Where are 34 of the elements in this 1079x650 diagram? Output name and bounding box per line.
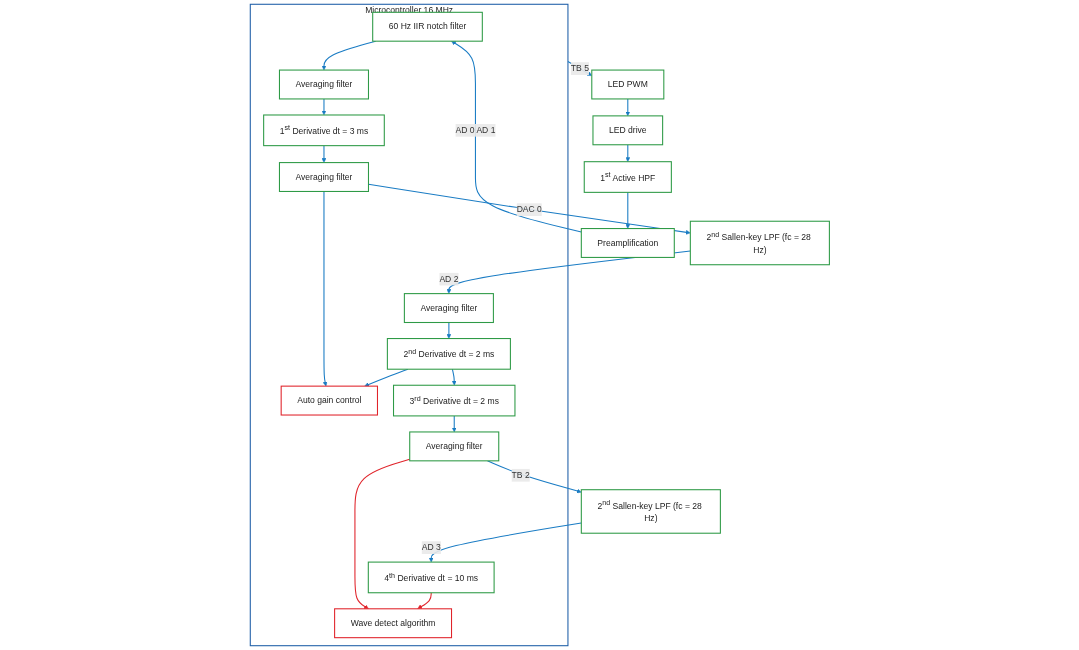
edge-label: AD 3 [421,542,441,552]
arrow [446,321,451,339]
node-box: Averaging filter [278,162,369,192]
node-box: Averaging filter [408,431,499,462]
arrow [322,190,327,387]
node-box: Averaging filter [403,293,494,324]
arrow [451,368,457,386]
arrow [625,144,630,162]
node-box: 1$^{st}$ Derivative dt = 3 ms [262,114,385,147]
node-box: 2$^{nd}$ Derivative dt = 2 ms [386,338,511,370]
arrow [625,191,630,229]
node-box: 4$^{th}$ Derivative dt = 10 ms [367,561,495,594]
node-box: Averaging filter [278,69,369,100]
node-box: LED PWM [590,69,664,100]
node-box: Preamplification [580,228,675,258]
arrow [451,415,457,433]
edge-label: AD 0 AD 1 [455,125,496,135]
node-box: 2$^{nd}$ Sallen-key LPF (fc = 28 Hz) [689,220,830,266]
arrow [417,592,432,609]
arrow [321,145,326,163]
edge-label: DAC 0 [516,204,542,214]
node-box: 3$^{rd}$ Derivative dt = 2 ms [392,384,516,417]
edge-label: TB 2 [511,470,530,480]
node-box: Auto gain control [280,385,378,416]
node-box: Wave detect algorithm [333,608,452,639]
node-box: 2$^{nd}$ Sallen-key LPF (fc = 28 Hz) [580,489,721,534]
arrow [321,98,326,116]
edge-label: AD 2 [439,274,459,284]
edge-label: TB 5 [570,63,589,73]
node-box: 1$^{st}$ Active HPF [583,161,672,193]
arrow [321,40,376,71]
arrow [625,98,630,117]
node-box: LED drive [592,115,663,146]
arrow [354,458,410,609]
